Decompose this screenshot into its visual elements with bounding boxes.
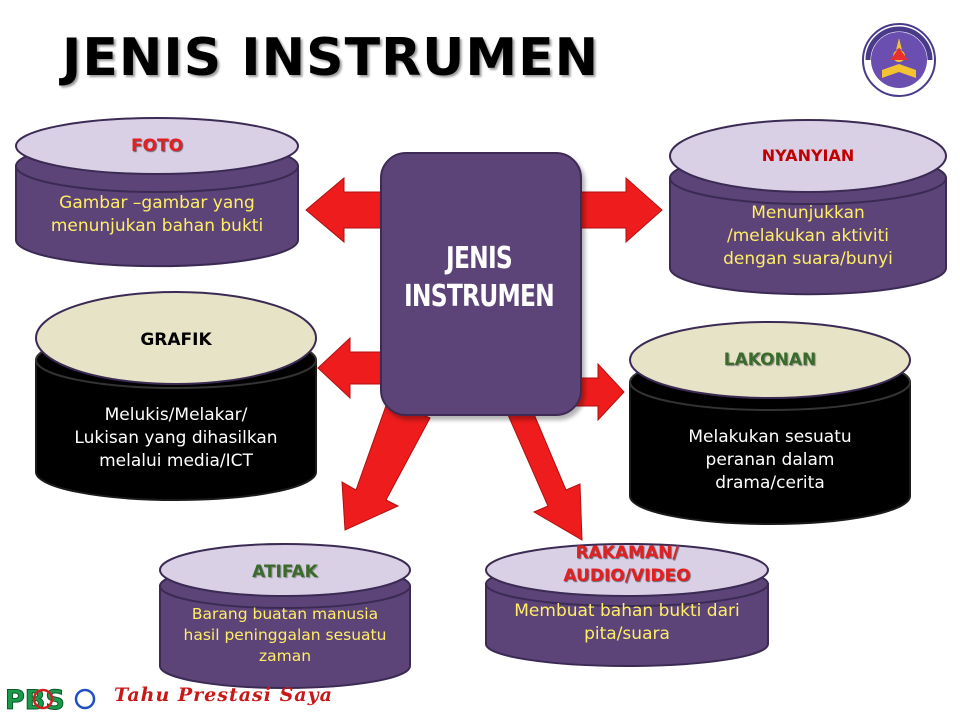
node-grafik-text-line: Lukisan yang dihasilkan xyxy=(74,427,278,448)
node-atifak: ATIFAK Barang buatan manusia hasil penin… xyxy=(158,542,412,692)
node-atifak-text-line: hasil peninggalan sesuatu xyxy=(183,625,387,644)
node-grafik-text-line: melalui media/ICT xyxy=(99,450,253,471)
node-lakonan-label: LAKONAN xyxy=(723,350,817,370)
arrow-to-foto xyxy=(305,176,387,244)
footer-slogan: Tahu Prestasi Saya xyxy=(114,684,333,706)
node-rakaman-label: RAKAMAN/ AUDIO/VIDEO xyxy=(484,542,770,588)
node-grafik: GRAFIK Melukis/Melakar/ Lukisan yang dih… xyxy=(34,290,318,502)
node-nyanyian-text: Menunjukkan /melakukan aktiviti dengan s… xyxy=(668,202,948,271)
ministry-crest-icon xyxy=(858,20,940,105)
center-label-line1: JENIS xyxy=(446,241,513,276)
node-foto: FOTO Gambar –gambar yang menunjukan baha… xyxy=(14,116,300,270)
node-foto-label: FOTO xyxy=(130,136,184,156)
node-lakonan: LAKONAN Melakukan sesuatu peranan dalam … xyxy=(628,316,912,526)
arrow-to-grafik xyxy=(317,336,387,400)
node-atifak-text-line: zaman xyxy=(258,646,312,665)
node-lakonan-text-line: peranan dalam xyxy=(705,449,835,470)
arrow-to-rakaman xyxy=(504,399,583,541)
node-nyanyian-label: NYANYIAN xyxy=(761,146,855,165)
center-label-line2: INSTRUMEN xyxy=(404,278,555,314)
arrow-to-atifak xyxy=(341,399,431,531)
node-lakonan-text-line: drama/cerita xyxy=(715,472,825,493)
node-nyanyian-text-line: dengan suara/bunyi xyxy=(723,248,893,269)
node-foto-text-line: Gambar –gambar yang xyxy=(59,193,255,213)
pbs-logo: PBS xyxy=(3,684,107,719)
node-rakaman-label-line: RAKAMAN/ xyxy=(575,543,679,563)
node-nyanyian-text-line: Menunjukkan xyxy=(751,203,865,223)
node-foto-text-line: menunjukan bahan bukti xyxy=(50,215,264,236)
node-rakaman-text-line: pita/suara xyxy=(584,623,670,644)
node-atifak-text-line: Barang buatan manusia xyxy=(191,605,379,623)
node-atifak-text: Barang buatan manusia hasil peninggalan … xyxy=(158,604,412,667)
node-rakaman-text: Membuat bahan bukti dari pita/suara xyxy=(484,600,770,646)
node-lakonan-text: Melakukan sesuatu peranan dalam drama/ce… xyxy=(628,426,912,495)
arrow-to-nyanyian xyxy=(571,176,663,244)
slide-title: JENIS INSTRUMEN xyxy=(62,28,600,88)
node-grafik-label: GRAFIK xyxy=(140,330,212,350)
node-foto-text: Gambar –gambar yang menunjukan bahan buk… xyxy=(14,192,300,238)
center-box xyxy=(380,152,582,416)
node-grafik-text-line: Melukis/Melakar/ xyxy=(104,405,248,425)
node-atifak-label: ATIFAK xyxy=(252,562,318,582)
node-rakaman-text-line: Membuat bahan bukti dari xyxy=(514,601,740,621)
node-nyanyian-text-line: /melakukan aktiviti xyxy=(727,225,889,246)
node-grafik-text: Melukis/Melakar/ Lukisan yang dihasilkan… xyxy=(34,404,318,473)
node-lakonan-text-line: Melakukan sesuatu xyxy=(688,427,852,447)
pbs-logo-text: PBS xyxy=(5,685,65,714)
node-rakaman-label-line: AUDIO/VIDEO xyxy=(563,565,691,586)
center-label: JENIS INSTRUMEN xyxy=(402,240,556,315)
node-nyanyian: NYANYIAN Menunjukkan /melakukan aktiviti… xyxy=(668,118,948,298)
node-rakaman: RAKAMAN/ AUDIO/VIDEO Membuat bahan bukti… xyxy=(484,540,770,670)
